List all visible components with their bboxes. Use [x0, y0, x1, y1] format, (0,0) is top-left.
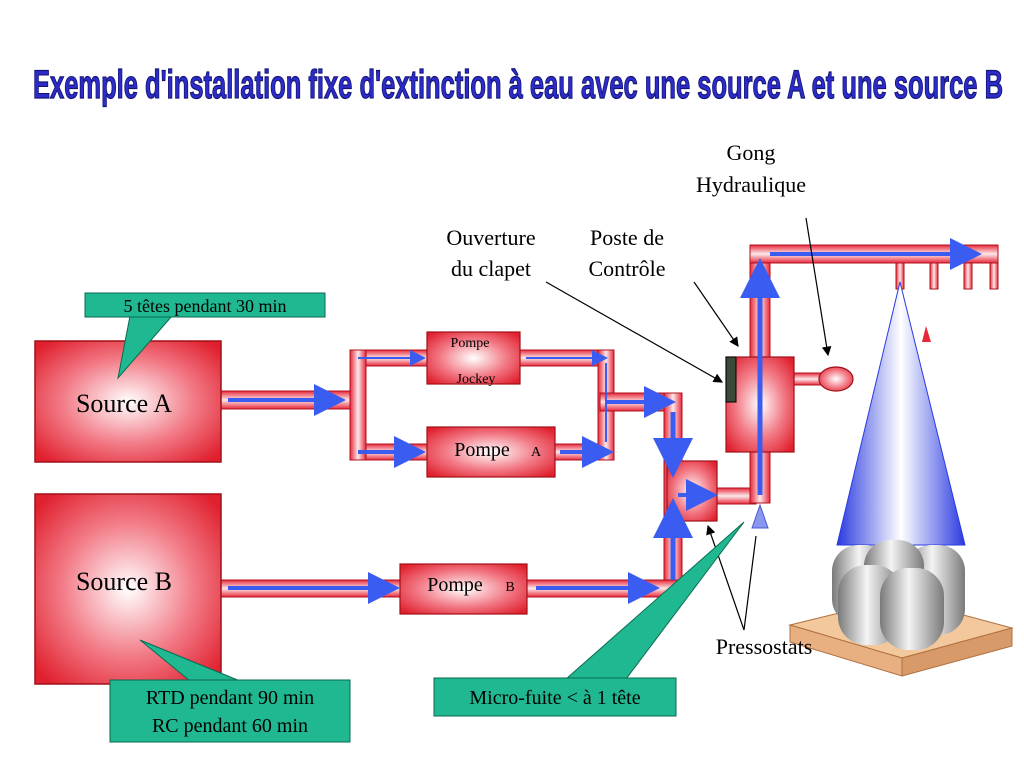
stored-goods	[788, 540, 1014, 677]
pump-b-label: Pompe	[427, 574, 483, 596]
pipe-branch-left-vertical	[349, 349, 367, 461]
pump-b-suffix: B	[505, 580, 514, 595]
ouverture-label-2: du clapet	[451, 256, 531, 281]
pump-a-label: Pompe	[454, 439, 510, 461]
callout-source-b-text-2: RC pendant 60 min	[152, 715, 308, 737]
callout-box	[109, 679, 351, 743]
poste-label-2: Contrôle	[589, 256, 666, 281]
gong-label-2: Hydraulique	[696, 172, 806, 197]
leader-lines	[545, 217, 832, 631]
ouverture-label-1: Ouverture	[446, 225, 535, 250]
gong-label-1: Gong	[727, 140, 776, 165]
callout-box	[433, 677, 677, 717]
poste-label-1: Poste de	[590, 225, 664, 250]
pump-jockey-box	[426, 331, 521, 385]
source-b-label: Source B	[76, 567, 172, 596]
leader-ouverture	[545, 281, 724, 383]
callout-micro-fuite: Micro-fuite < à 1 tête	[433, 521, 745, 717]
sprinkler-drop	[963, 262, 973, 290]
pump-b-box	[399, 563, 528, 615]
clapet-indicator	[725, 356, 737, 403]
callout-source-a: 5 têtes pendant 30 min	[84, 292, 326, 380]
pump-jockey-label-2: Jockey	[457, 372, 496, 387]
pressostats-label: Pressostats	[716, 634, 813, 659]
bundle-ball	[880, 568, 944, 650]
flow-arrows	[228, 238, 982, 604]
sprinkler-drop	[929, 262, 939, 290]
sprinkler-head-icon	[922, 326, 931, 342]
callout-micro-fuite-text: Micro-fuite < à 1 tête	[469, 687, 640, 709]
source-a-label: Source A	[76, 389, 172, 418]
crate-side	[901, 627, 1013, 677]
leader-pressostats-1	[706, 524, 745, 631]
leader-gong	[805, 217, 832, 357]
leader-poste	[693, 281, 739, 347]
pump-a-box	[426, 426, 556, 478]
callout-source-b-text-1: RTD pendant 90 min	[146, 687, 314, 709]
pump-jockey-label-1: Pompe	[451, 336, 490, 351]
sprinkler-drop	[989, 262, 999, 290]
hydraulic-gong	[818, 366, 854, 392]
pressure-switch-icon	[751, 503, 769, 529]
diagram-title: Exemple d'installation fixe d'extinction…	[33, 63, 1003, 107]
spray-cone	[836, 281, 966, 546]
callout-source-a-text: 5 têtes pendant 30 min	[124, 296, 287, 316]
pipe-gong-link	[791, 372, 823, 386]
leader-pressostats-2	[743, 535, 757, 631]
source-b-box	[34, 493, 222, 685]
callout-source-b: RTD pendant 90 min RC pendant 60 min	[109, 639, 351, 743]
pump-a-suffix: A	[531, 445, 542, 460]
callout-box	[84, 292, 326, 318]
